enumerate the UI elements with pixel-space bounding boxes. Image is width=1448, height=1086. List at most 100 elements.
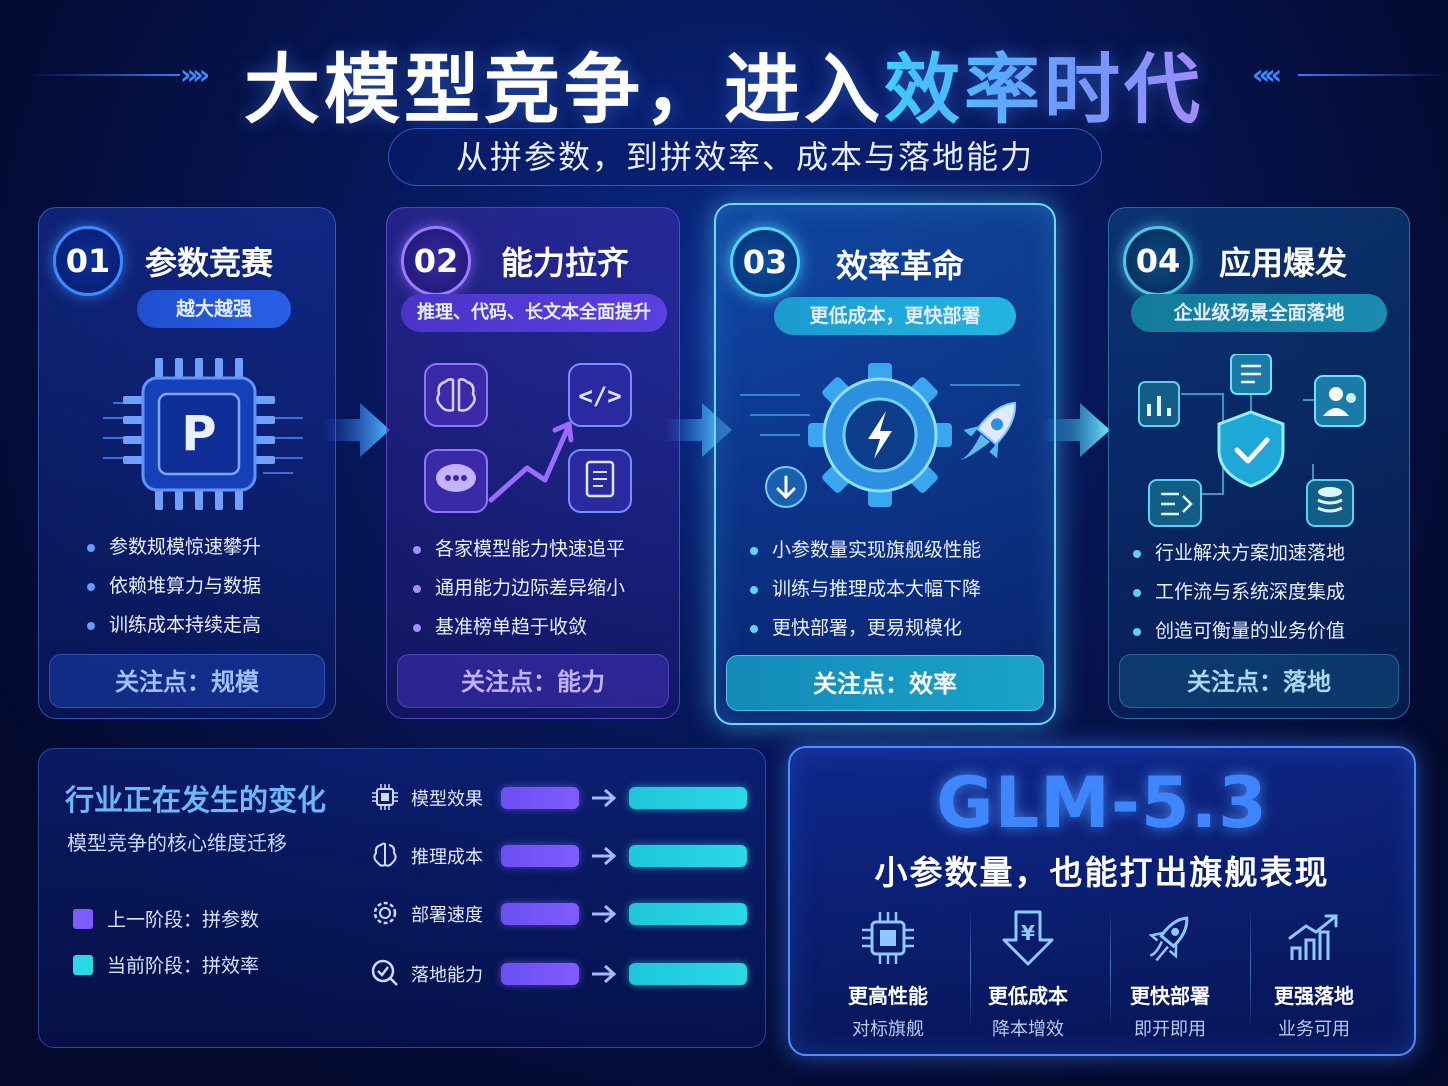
capability-icons: </> <box>424 363 632 513</box>
arrow-right-icon <box>592 904 617 924</box>
page-subtitle: 从拼参数，到拼效率、成本与落地能力 <box>388 128 1102 186</box>
bullet: 小参数量实现旗舰级性能 <box>750 531 981 570</box>
feature-desc: 业务可用 <box>1278 1019 1350 1040</box>
prev-stage-bar <box>501 963 579 985</box>
feature-title: 更高性能 <box>848 984 928 1008</box>
dimension-row: 部署速度 <box>369 895 759 931</box>
chip-icon <box>862 912 914 964</box>
chip-p-icon: P <box>103 358 303 510</box>
title-highlight: 效率时代 <box>884 45 1204 134</box>
stage-bullets: 参数规模惊速攀升 依赖堆算力与数据 训练成本持续走高 <box>87 528 261 645</box>
stage-number: 03 <box>730 227 800 297</box>
feature-desc: 即开即用 <box>1134 1019 1206 1040</box>
enterprise-network-icon <box>1138 354 1366 527</box>
page-title: 大模型竞争，进入效率时代 <box>0 28 1448 138</box>
dimension-row: 模型效果 <box>369 779 759 815</box>
stage-card-4: 04 应用爆发 企业级场景全面落地 行业解决方案加速落地 工作流与系统深度集成 … <box>1108 207 1410 719</box>
bullet: 工作流与系统深度集成 <box>1133 573 1345 612</box>
stage-tag: 推理、代码、长文本全面提升 <box>401 294 667 332</box>
document-icon <box>568 449 632 513</box>
divider <box>1110 908 1111 1028</box>
brain-icon <box>373 842 397 867</box>
stage-focus: 关注点：能力 <box>397 654 669 708</box>
stage-number: 04 <box>1123 226 1193 296</box>
industry-shift-panel: 行业正在发生的变化 模型竞争的核心维度迁移 上一阶段：拼参数 当前阶段：拼效率 … <box>38 748 766 1048</box>
stage-focus: 关注点：规模 <box>49 654 325 708</box>
workflow-icon <box>1148 479 1202 527</box>
chip-icon <box>372 784 398 810</box>
legend-prev: 上一阶段：拼参数 <box>73 905 259 932</box>
stage-bullets: 行业解决方案加速落地 工作流与系统深度集成 创造可衡量的业务价值 <box>1133 534 1345 651</box>
feature-title: 更低成本 <box>988 984 1068 1008</box>
shift-subtitle: 模型竞争的核心维度迁移 <box>67 831 287 855</box>
legend-label: 当前阶段：拼效率 <box>107 955 260 977</box>
dimension-label: 部署速度 <box>411 905 483 926</box>
feature-title: 更强落地 <box>1274 984 1354 1008</box>
svg-text:</>: </> <box>578 382 621 410</box>
dimension-label: 模型效果 <box>411 789 483 810</box>
dimension-label: 推理成本 <box>411 847 483 868</box>
legend-curr: 当前阶段：拼效率 <box>73 951 259 978</box>
bullet: 通用能力边际差异缩小 <box>413 569 625 608</box>
model-tagline: 小参数量，也能打出旗舰表现 <box>874 853 1330 892</box>
glm-panel: GLM-5.3 小参数量，也能打出旗舰表现 更高性能 对标旗舰 ¥ 更低成本 降… <box>788 746 1416 1056</box>
stage-number: 02 <box>401 226 471 296</box>
bullet: 训练与推理成本大幅下降 <box>750 570 981 609</box>
stage-title: 能力拉齐 <box>501 244 630 282</box>
feature-landing: 更强落地 业务可用 <box>1244 908 1384 1040</box>
feature-desc: 对标旗舰 <box>852 1019 924 1040</box>
stage-card-3: 03 效率革命 更低成本，更快部署 <box>714 203 1056 725</box>
title-deco-right: «« <box>1248 58 1448 91</box>
rocket-icon <box>1148 916 1189 962</box>
stage-bullets: 各家模型能力快速追平 通用能力边际差异缩小 基准榜单趋于收敛 <box>413 530 625 647</box>
feature-cost: ¥ 更低成本 降本增效 <box>958 908 1098 1040</box>
brain-icon <box>424 363 488 427</box>
bar-chart-icon <box>1138 381 1180 427</box>
curr-stage-bar <box>629 963 747 985</box>
feature-deploy: 更快部署 即开即用 <box>1100 908 1240 1040</box>
dimension-label: 落地能力 <box>411 965 483 986</box>
stage-title: 应用爆发 <box>1219 244 1348 282</box>
stage-focus: 关注点：落地 <box>1119 654 1399 708</box>
title-main: 大模型竞争，进入 <box>244 45 884 134</box>
prev-stage-bar <box>501 787 579 809</box>
trend-up-icon <box>488 421 574 503</box>
document-icon <box>1230 354 1272 395</box>
prev-stage-bar <box>501 903 579 925</box>
svg-text:¥: ¥ <box>1021 921 1035 945</box>
bullet: 更快部署，更易规模化 <box>750 609 981 648</box>
curr-stage-bar <box>629 903 747 925</box>
chat-icon <box>424 449 488 513</box>
shield-check-icon <box>1217 410 1285 488</box>
users-icon <box>1314 375 1366 427</box>
code-icon: </> <box>568 363 632 427</box>
shift-title: 行业正在发生的变化 <box>65 783 327 817</box>
legend-swatch-cyan <box>73 955 93 975</box>
arrow-right-icon <box>592 788 617 808</box>
feature-desc: 降本增效 <box>992 1019 1064 1040</box>
arrow-right-icon <box>592 846 617 866</box>
efficiency-gear-icon <box>740 363 1020 508</box>
bullet: 参数规模惊速攀升 <box>87 528 261 567</box>
flow-arrow-icon <box>322 403 390 457</box>
prev-stage-bar <box>501 845 579 867</box>
growth-chart-icon <box>1288 914 1338 960</box>
cost-down-icon: ¥ <box>1002 910 1054 966</box>
curr-stage-bar <box>629 787 747 809</box>
download-arrow-icon <box>765 466 807 508</box>
arrow-right-icon <box>592 964 617 984</box>
stage-card-1: 01 参数竞赛 越大越强 P 参数规模惊速攀升 依赖堆算力与数据 训练成本持续走… <box>38 207 336 719</box>
stage-tag: 更低成本，更快部署 <box>774 297 1016 335</box>
divider <box>970 908 971 1028</box>
stage-tag: 越大越强 <box>137 290 291 328</box>
legend-label: 上一阶段：拼参数 <box>107 909 260 931</box>
chip-letter: P <box>181 406 216 462</box>
curr-stage-bar <box>629 845 747 867</box>
model-name: GLM-5.3 <box>936 762 1268 844</box>
gear-icon <box>373 901 397 925</box>
stage-card-2: 02 能力拉齐 推理、代码、长文本全面提升 </> 各家模型能力快速追平 通用能… <box>386 207 680 719</box>
stage-number: 01 <box>53 226 123 296</box>
divider <box>1250 908 1251 1028</box>
stage-tag: 企业级场景全面落地 <box>1131 294 1387 332</box>
legend-swatch-purple <box>73 909 93 929</box>
